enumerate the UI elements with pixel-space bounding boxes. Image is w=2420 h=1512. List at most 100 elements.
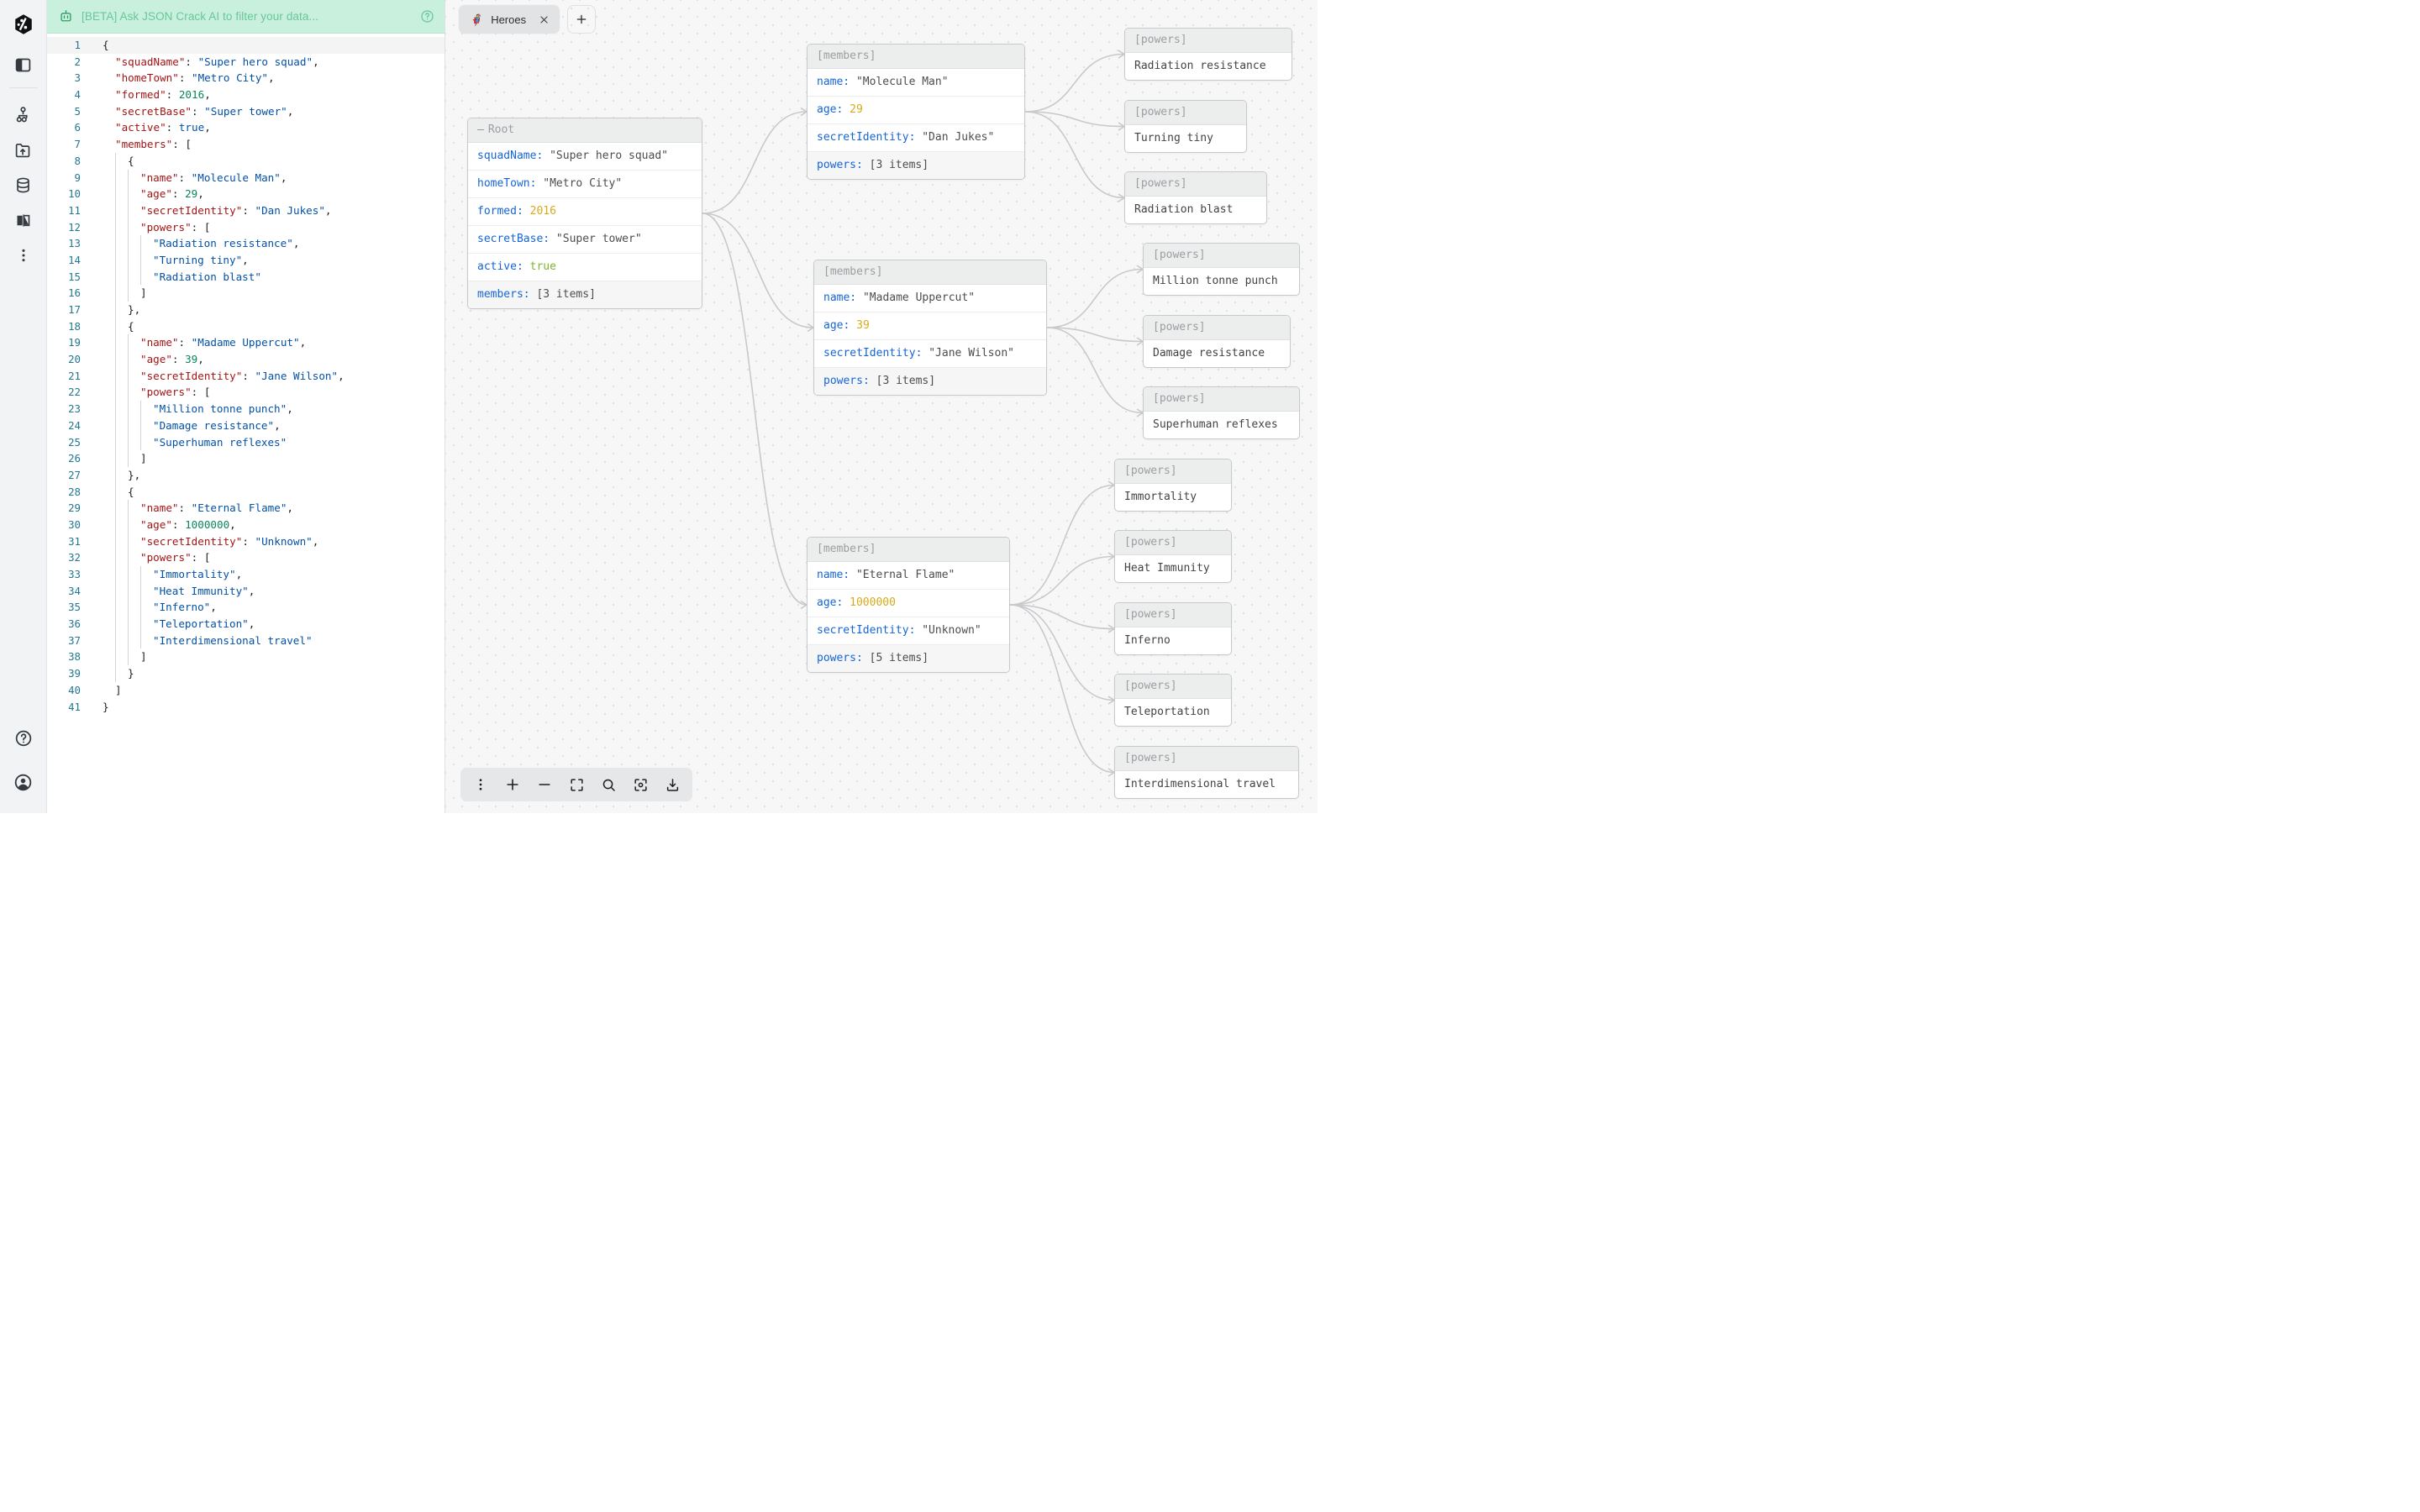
- line-content: "age": 39,: [91, 351, 204, 368]
- indent-guide: [128, 268, 140, 286]
- close-icon[interactable]: [539, 14, 550, 25]
- line-content: "age": 29,: [91, 186, 204, 202]
- node-header[interactable]: [members]: [814, 260, 1046, 285]
- code-line: 12"powers": [: [47, 218, 445, 236]
- node-row[interactable]: powers: [3 items]: [808, 152, 1024, 179]
- code-token: "Molecule Man": [191, 171, 281, 184]
- node-header[interactable]: [powers]: [1125, 101, 1246, 125]
- graph-node-p11[interactable]: [powers]Damage resistance: [1143, 315, 1291, 368]
- sidebar-item-help[interactable]: [7, 721, 40, 756]
- sidebar-item-graph-view[interactable]: [7, 97, 40, 132]
- node-row: age: 39: [814, 312, 1046, 340]
- node-header[interactable]: [powers]: [1144, 244, 1299, 268]
- minus-icon: [539, 784, 550, 785]
- graph-toolbar-zoom-in-button[interactable]: [497, 770, 528, 799]
- line-content: "Radiation resistance",: [91, 235, 299, 252]
- indent-guide: [128, 384, 140, 402]
- node-header[interactable]: [members]: [808, 538, 1009, 562]
- folder-upload-icon: [15, 143, 30, 157]
- indent-guide: [115, 433, 128, 451]
- graph-node-p24[interactable]: [powers]Interdimensional travel: [1114, 746, 1299, 799]
- node-header[interactable]: [powers]: [1115, 531, 1231, 555]
- node-row[interactable]: members: [3 items]: [468, 281, 702, 308]
- graph-node-p23[interactable]: [powers]Teleportation: [1114, 674, 1232, 727]
- tab-heroes[interactable]: 🦸Heroes: [459, 5, 560, 34]
- sidebar-item-toggle-panel[interactable]: [7, 47, 40, 82]
- line-number: 12: [68, 220, 81, 234]
- code-token: ]: [140, 650, 147, 664]
- graph-node-m2[interactable]: [members]name: "Eternal Flame"age: 10000…: [807, 537, 1010, 673]
- node-header[interactable]: [powers]: [1115, 675, 1231, 699]
- collapse-icon[interactable]: —: [477, 123, 484, 136]
- graph-node-p12[interactable]: [powers]Superhuman reflexes: [1143, 386, 1300, 439]
- focus-icon: [634, 778, 647, 791]
- graph-toolbar-download-button[interactable]: [657, 770, 687, 799]
- indent-guide: [115, 466, 128, 484]
- node-header[interactable]: [powers]: [1125, 172, 1266, 197]
- new-tab-button[interactable]: [567, 5, 597, 34]
- code-token: ]: [140, 286, 147, 300]
- graph-node-p00[interactable]: [powers] Radiation resistance: [1124, 28, 1292, 81]
- app-logo[interactable]: [7, 7, 40, 42]
- node-header[interactable]: [powers]: [1115, 603, 1231, 627]
- node-leaf-value: Inferno: [1124, 634, 1171, 647]
- graph-toolbar-center-button[interactable]: [625, 770, 655, 799]
- sidebar-item-compare-data[interactable]: [7, 202, 40, 238]
- sidebar-item-import-file[interactable]: [7, 132, 40, 167]
- graph-node-p10[interactable]: [powers]Million tonne punch: [1143, 243, 1300, 296]
- node-header[interactable]: [powers]: [1115, 747, 1298, 771]
- code-token: 29: [185, 187, 198, 201]
- indent-guide: [115, 285, 128, 302]
- graph-toolbar-zoom-out-button[interactable]: [529, 770, 560, 799]
- graph-edge: [702, 111, 808, 214]
- indent-guide: [103, 599, 115, 616]
- line-number: 6: [74, 121, 81, 134]
- indent-guide: [128, 218, 140, 236]
- node-row: name: "Molecule Man": [808, 69, 1024, 97]
- node-header[interactable]: —Root: [468, 118, 702, 143]
- node-header[interactable]: [powers]: [1144, 316, 1290, 340]
- node-header[interactable]: [powers]: [1125, 29, 1292, 53]
- indent-guide: [103, 368, 115, 385]
- code-token: :: [242, 369, 255, 382]
- graph-edge: [1009, 484, 1115, 606]
- line-number: 16: [68, 286, 81, 300]
- indent-guide: [103, 153, 115, 170]
- graph-toolbar-fit-button[interactable]: [561, 770, 592, 799]
- ai-filter-banner[interactable]: [BETA] Ask JSON Crack AI to filter your …: [47, 0, 445, 34]
- question-circle-icon[interactable]: [420, 9, 434, 24]
- code-editor[interactable]: 1{2"squadName": "Super hero squad",3"hom…: [47, 34, 445, 813]
- indent-guide: [128, 648, 140, 666]
- node-leaf-value: Radiation resistance: [1134, 60, 1266, 72]
- line-content: "Heat Immunity",: [91, 582, 255, 600]
- code-line: 3"homeTown": "Metro City",: [47, 70, 445, 87]
- code-token: "age": [140, 517, 172, 531]
- code-line: 14"Turning tiny",: [47, 251, 445, 269]
- node-row[interactable]: powers: [5 items]: [808, 645, 1009, 672]
- graph-node-p01[interactable]: [powers]Turning tiny: [1124, 100, 1247, 153]
- node-header[interactable]: [powers]: [1144, 387, 1299, 412]
- indent-guide: [103, 136, 115, 153]
- node-header[interactable]: [members]: [808, 45, 1024, 69]
- code-token: true: [178, 121, 205, 134]
- graph-node-p21[interactable]: [powers]Heat Immunity: [1114, 530, 1232, 583]
- code-line: 5"secretBase": "Super tower",: [47, 103, 445, 120]
- graph-node-p20[interactable]: [powers]Immortality: [1114, 459, 1232, 512]
- graph-node-p22[interactable]: [powers] Inferno: [1114, 602, 1232, 655]
- graph-node-p02[interactable]: [powers]Radiation blast: [1124, 171, 1267, 224]
- node-header[interactable]: [powers]: [1115, 459, 1231, 484]
- node-row[interactable]: powers: [3 items]: [814, 368, 1046, 395]
- code-token: :: [185, 55, 198, 68]
- sidebar-item-json-schema[interactable]: [7, 167, 40, 202]
- code-token: ,: [229, 517, 236, 531]
- sidebar-item-account[interactable]: [7, 764, 40, 800]
- code-token: "squadName": [115, 55, 186, 68]
- graph-toolbar-search-button[interactable]: [593, 770, 623, 799]
- sidebar-item-more-options[interactable]: [7, 238, 40, 273]
- panel-left-icon: [15, 58, 31, 71]
- graph-toolbar-options-button[interactable]: [466, 770, 496, 799]
